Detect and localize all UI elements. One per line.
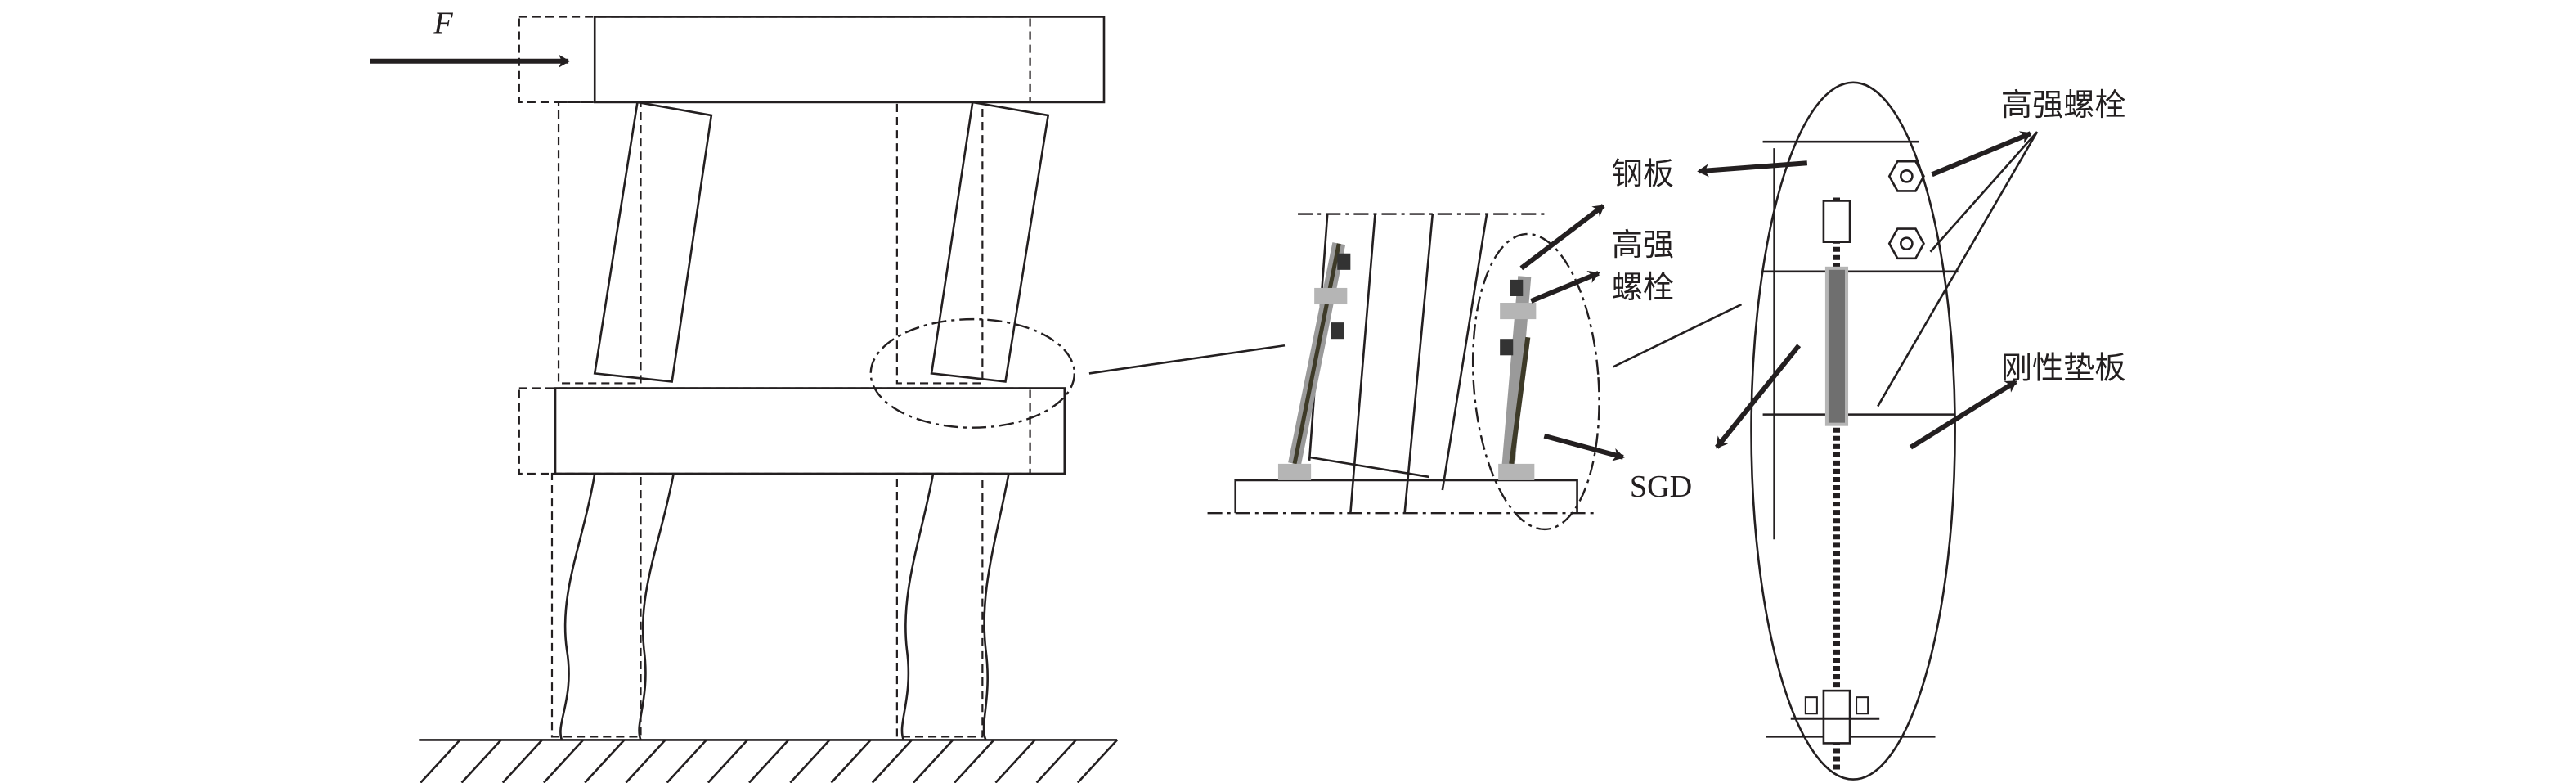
rocking-left-column: [593, 101, 713, 383]
original-right-lower-column: [895, 472, 984, 738]
hex-bolt-icon: [1887, 160, 1925, 192]
left-lower-column-edge: [559, 473, 596, 740]
left-lower-column-edge: [638, 473, 675, 740]
sgd-arrow-icon: [1714, 344, 1802, 449]
sgd-label: SGD: [1630, 470, 1692, 504]
original-left-lower-column: [550, 472, 642, 738]
deformed-frame: F: [370, 7, 1286, 783]
column-edge: [1349, 214, 1376, 514]
hex-bolt-icon: [1887, 227, 1925, 260]
joint-detail: 钢板 高强 螺栓 SGD: [1207, 155, 1743, 531]
sgd-arrow-icon: [1543, 433, 1625, 461]
bolt-arrow-icon: [1931, 131, 2032, 178]
beam-top-flange: [1234, 479, 1578, 514]
bolt-arrow-icon: [1530, 271, 1600, 304]
right-lower-column-edge: [900, 473, 935, 740]
enlarged-ellipse: [1750, 81, 1956, 781]
detail-callout-ellipse: [869, 317, 1076, 429]
original-middle-beam: [518, 387, 1031, 475]
steel-plate-label: 钢板: [1612, 155, 1674, 191]
ground-hatch: [419, 739, 1119, 783]
column-edge: [1441, 214, 1488, 491]
right-sgd-device-icon: [1498, 276, 1537, 480]
bolt-label: 高强螺栓: [2001, 87, 2126, 123]
sgd-rod-icon: [1790, 197, 1880, 773]
rigid-pad-arrow-icon: [1909, 379, 2017, 450]
original-left-upper-column: [557, 101, 642, 385]
bolt-label-line1: 高强: [1612, 227, 1674, 263]
displaced-top-beam: [593, 16, 1106, 104]
left-sgd-device-icon: [1277, 242, 1351, 480]
enlarged-sgd-detail: 高强螺栓 刚性垫板: [1697, 81, 2126, 781]
column-edge: [1403, 214, 1434, 514]
device-callout-ellipse: [1471, 232, 1600, 531]
rigid-pad-label: 刚性垫板: [2001, 349, 2126, 385]
right-lower-column-edge: [982, 473, 1010, 740]
displaced-middle-beam: [554, 387, 1066, 475]
steel-plate-arrow-icon: [1697, 160, 1808, 178]
force-label: F: [433, 7, 453, 41]
callout-leader: [1088, 344, 1286, 375]
rocking-right-column: [930, 101, 1050, 383]
steel-plate-arrow-icon: [1519, 204, 1605, 271]
original-right-upper-column: [895, 101, 984, 385]
bolt-label-line2: 螺栓: [1612, 269, 1674, 305]
